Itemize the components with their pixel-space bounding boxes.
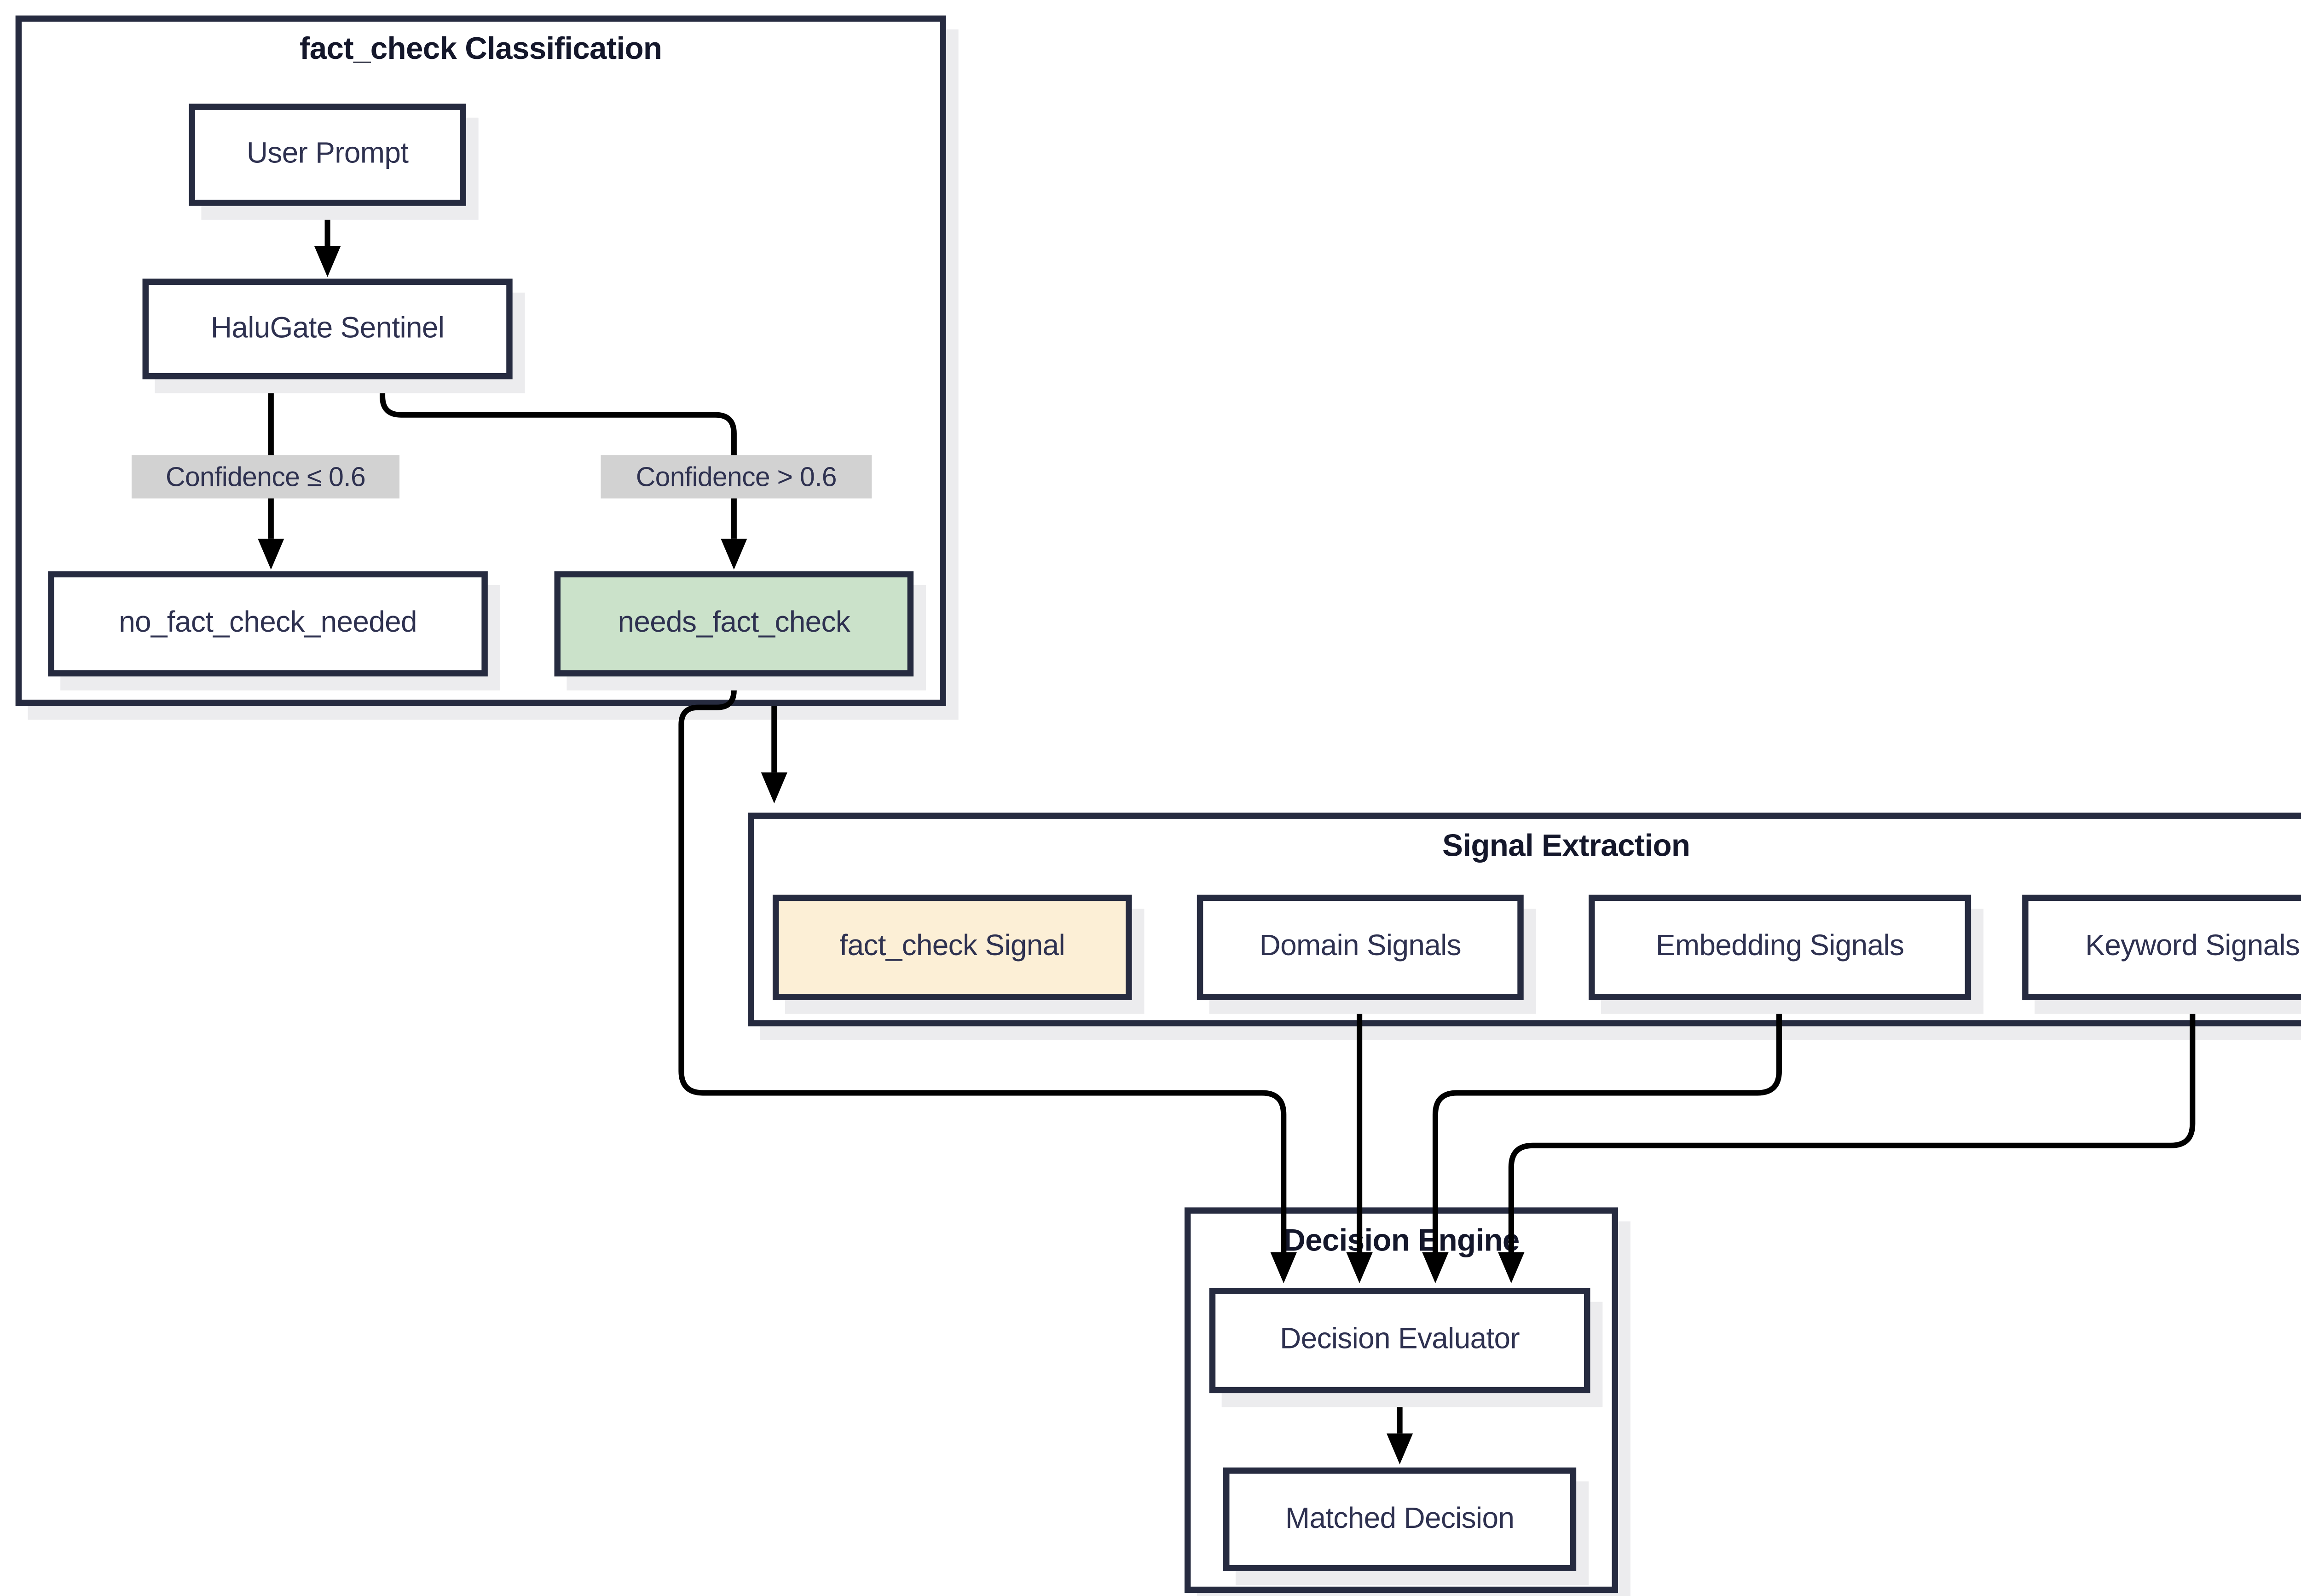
edge-keyword-signals-to-decision-evaluator xyxy=(1498,1000,2196,1284)
node-matched-decision: Matched Decision xyxy=(1223,1467,1577,1572)
cluster-title-decision-engine: Decision Engine xyxy=(1283,1224,1520,1259)
edge-decision-evaluator-to-matched-decision xyxy=(1386,1393,1413,1464)
edge-needs-fact-check-to-signal-extraction xyxy=(761,706,787,804)
edge-user-prompt-to-halugate xyxy=(314,206,341,277)
edge-label-confidence-high: Confidence > 0.6 xyxy=(601,455,872,499)
edge-domain-signals-to-decision-evaluator xyxy=(1346,1000,1373,1284)
node-no-fact-check-needed: no_fact_check_needed xyxy=(48,571,488,677)
node-needs-fact-check: needs_fact_check xyxy=(554,571,914,677)
edge-embedding-signals-to-decision-evaluator xyxy=(1422,1000,1782,1284)
cluster-title-signal-extraction: Signal Extraction xyxy=(1442,830,1690,864)
node-fact-check-signal: fact_check Signal xyxy=(772,894,1132,1000)
node-halugate-sentinel: HaluGate Sentinel xyxy=(142,278,513,380)
node-keyword-signals: Keyword Signals xyxy=(2022,894,2301,1000)
node-domain-signals: Domain Signals xyxy=(1197,894,1524,1000)
edge-halugate-to-needs-fact-check xyxy=(379,379,747,570)
cluster-title-fact-check-classification: fact_check Classification xyxy=(300,32,662,67)
edge-needs-fact-check-to-decision-evaluator xyxy=(678,676,1297,1284)
node-embedding-signals: Embedding Signals xyxy=(1589,894,1971,1000)
edge-label-confidence-low: Confidence ≤ 0.6 xyxy=(131,455,400,499)
node-user-prompt: User Prompt xyxy=(189,104,466,206)
node-decision-evaluator: Decision Evaluator xyxy=(1209,1288,1590,1394)
